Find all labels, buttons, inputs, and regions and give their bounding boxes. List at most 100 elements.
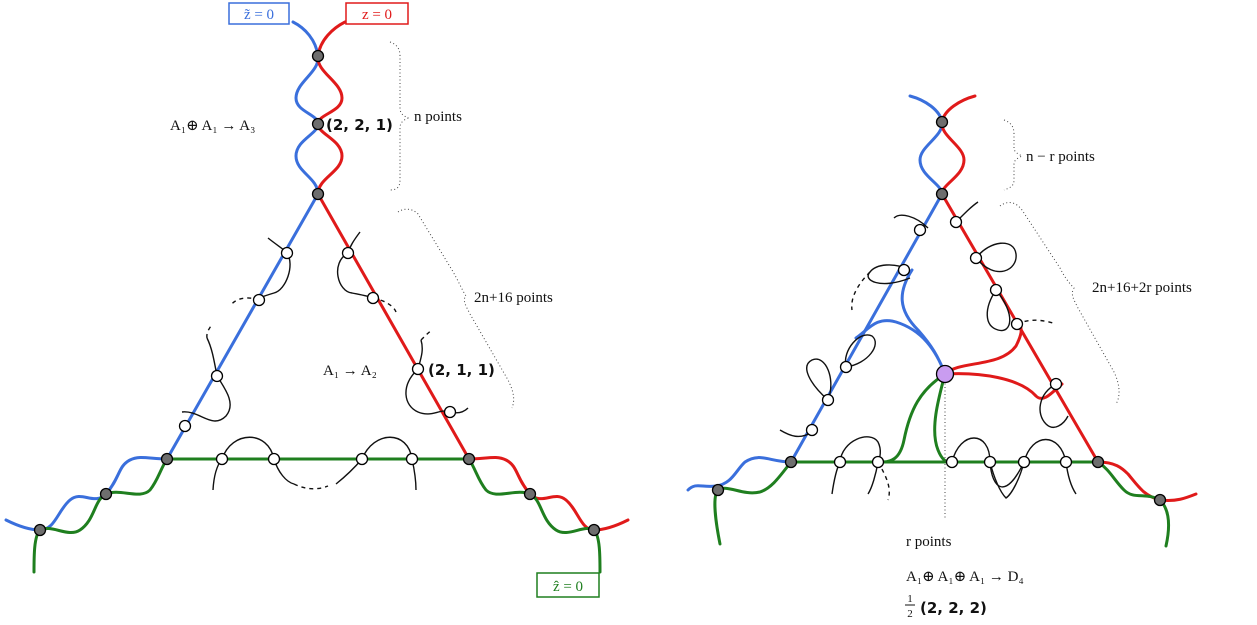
white-node-green-2	[267, 452, 281, 466]
left-diagram: z̃ = 0 z = 0 ẑ = 0 A₁⊕ A₁ → A₃ (2, 2, 1)…	[4, 2, 630, 598]
rwhite-node-r2	[969, 251, 983, 265]
rloop-red-4	[1039, 383, 1069, 428]
gray-node-left-tail-2	[33, 523, 47, 537]
enhancement-A2-label: A₁ → A₂	[323, 363, 377, 379]
half-fraction-denominator: 2	[907, 608, 913, 620]
rwhite-node-b3	[839, 360, 853, 374]
z-curve-top	[316, 20, 347, 196]
loop-green-1	[212, 436, 295, 491]
z-hat-curve-right	[467, 457, 602, 574]
rwhite-node-r4	[1010, 317, 1024, 331]
rz-curve-bottom	[1096, 460, 1198, 502]
rloop-blue-4	[806, 358, 832, 401]
tuple-211-label: (2, 1, 1)	[428, 361, 495, 379]
n-points-label: n points	[414, 109, 462, 125]
z-label: z = 0	[362, 7, 392, 23]
white-node-red-A2	[411, 362, 425, 376]
white-node-red-1	[341, 246, 355, 260]
rz-tilde-curve-top	[908, 94, 944, 196]
rz-curve-to-D4	[943, 322, 1023, 376]
rgray-node-right-corner	[1091, 455, 1105, 469]
rz-hat-curve-to-D4	[880, 372, 947, 464]
rwhite-node-r5	[1049, 377, 1063, 391]
tilde-z-label-box	[228, 2, 290, 25]
enhancement-A3-label: A₁⊕ A₁ → A₃	[170, 118, 255, 134]
2n16-points-label: 2n+16 points	[474, 290, 553, 306]
z-label-box	[345, 2, 409, 25]
rz-curve-top	[940, 94, 977, 196]
rloop-blue-3	[844, 334, 876, 368]
z-tilde-curve-top	[291, 20, 320, 196]
rwhite-node-g1	[833, 455, 847, 469]
loop-green-1-tail	[293, 483, 329, 490]
white-node-blue-2	[252, 293, 266, 307]
white-node-blue-1	[280, 246, 294, 260]
half-fraction-numerator: 1	[907, 593, 913, 605]
n-r-points-brace	[1003, 119, 1024, 191]
gray-node-top	[311, 49, 325, 63]
white-node-red-4	[443, 405, 457, 419]
white-node-blue-3	[210, 369, 224, 383]
rz-hat-curve-left	[713, 460, 793, 546]
rz-curve-to-D4-2	[943, 372, 1064, 400]
right-diagram: n − r points 2n+16+2r points r points A₁…	[686, 94, 1198, 620]
rz-tilde-curve-bottom	[686, 456, 793, 492]
hat-z-label: ẑ = 0	[553, 579, 583, 595]
gray-node-left-tail-1	[99, 487, 113, 501]
rwhite-node-g5	[1017, 455, 1031, 469]
hat-z-label-box	[536, 572, 600, 598]
gray-node-right-tail-2	[587, 523, 601, 537]
rloop-red-3	[986, 289, 1011, 332]
rloop-blue-2	[893, 214, 929, 229]
tuple-221-label: (2, 2, 1)	[326, 116, 393, 134]
gray-node-apex	[311, 187, 325, 201]
rloop-green-3	[951, 437, 1077, 495]
gray-node-A3	[311, 117, 325, 131]
half-tuple-222-label: (2, 2, 2)	[920, 599, 987, 617]
z-edge	[316, 192, 471, 461]
rwhite-node-r1	[949, 215, 963, 229]
white-node-green-1	[215, 452, 229, 466]
n-points-brace	[389, 41, 410, 191]
D4-node	[935, 364, 955, 384]
loop-red-1	[336, 231, 374, 299]
gray-node-right-corner	[462, 452, 476, 466]
rwhite-node-b2	[897, 263, 911, 277]
z-hat-curve-left	[32, 457, 169, 574]
white-node-green-4	[405, 452, 419, 466]
rz-hat-curve-right	[1096, 460, 1170, 548]
gray-node-left-corner	[160, 452, 174, 466]
white-node-blue-4	[178, 419, 192, 433]
loop-blue-2-tail	[206, 323, 213, 339]
rwhite-node-b1	[913, 223, 927, 237]
gray-node-right-tail-1	[523, 487, 537, 501]
rwhite-node-b5	[805, 423, 819, 437]
2n16-2r-points-label: 2n+16+2r points	[1092, 280, 1192, 296]
loop-green-2	[335, 436, 417, 491]
rloop-blue-dash	[851, 271, 871, 311]
2n16-2r-points-brace	[999, 202, 1120, 405]
r-points-label: r points	[906, 534, 952, 550]
rloop-green-4	[989, 461, 1025, 499]
rwhite-node-g2	[871, 455, 885, 469]
rgray-node-apex	[935, 187, 949, 201]
rgray-node-left-corner	[784, 455, 798, 469]
rgray-node-right-tail	[1153, 493, 1167, 507]
enhancement-D4-label: A₁⊕ A₁⊕ A₁ → D₄	[906, 569, 1024, 585]
rz-hat-curve-to-D4-2	[933, 372, 952, 464]
tilde-z-label: z̃ = 0	[244, 7, 274, 23]
loop-red-2-tail	[420, 329, 433, 341]
rwhite-node-g4	[983, 455, 997, 469]
white-node-red-2	[366, 291, 380, 305]
white-node-green-3	[355, 452, 369, 466]
rgray-node-top	[935, 115, 949, 129]
rwhite-node-b4	[821, 393, 835, 407]
rwhite-node-g6	[1059, 455, 1073, 469]
rloop-green-1	[839, 436, 881, 495]
loop-red-2	[405, 339, 469, 415]
loop-blue-2	[181, 337, 231, 422]
z-tilde-edge	[165, 192, 320, 461]
rgray-node-left-tail	[711, 483, 725, 497]
rwhite-node-g3	[945, 455, 959, 469]
